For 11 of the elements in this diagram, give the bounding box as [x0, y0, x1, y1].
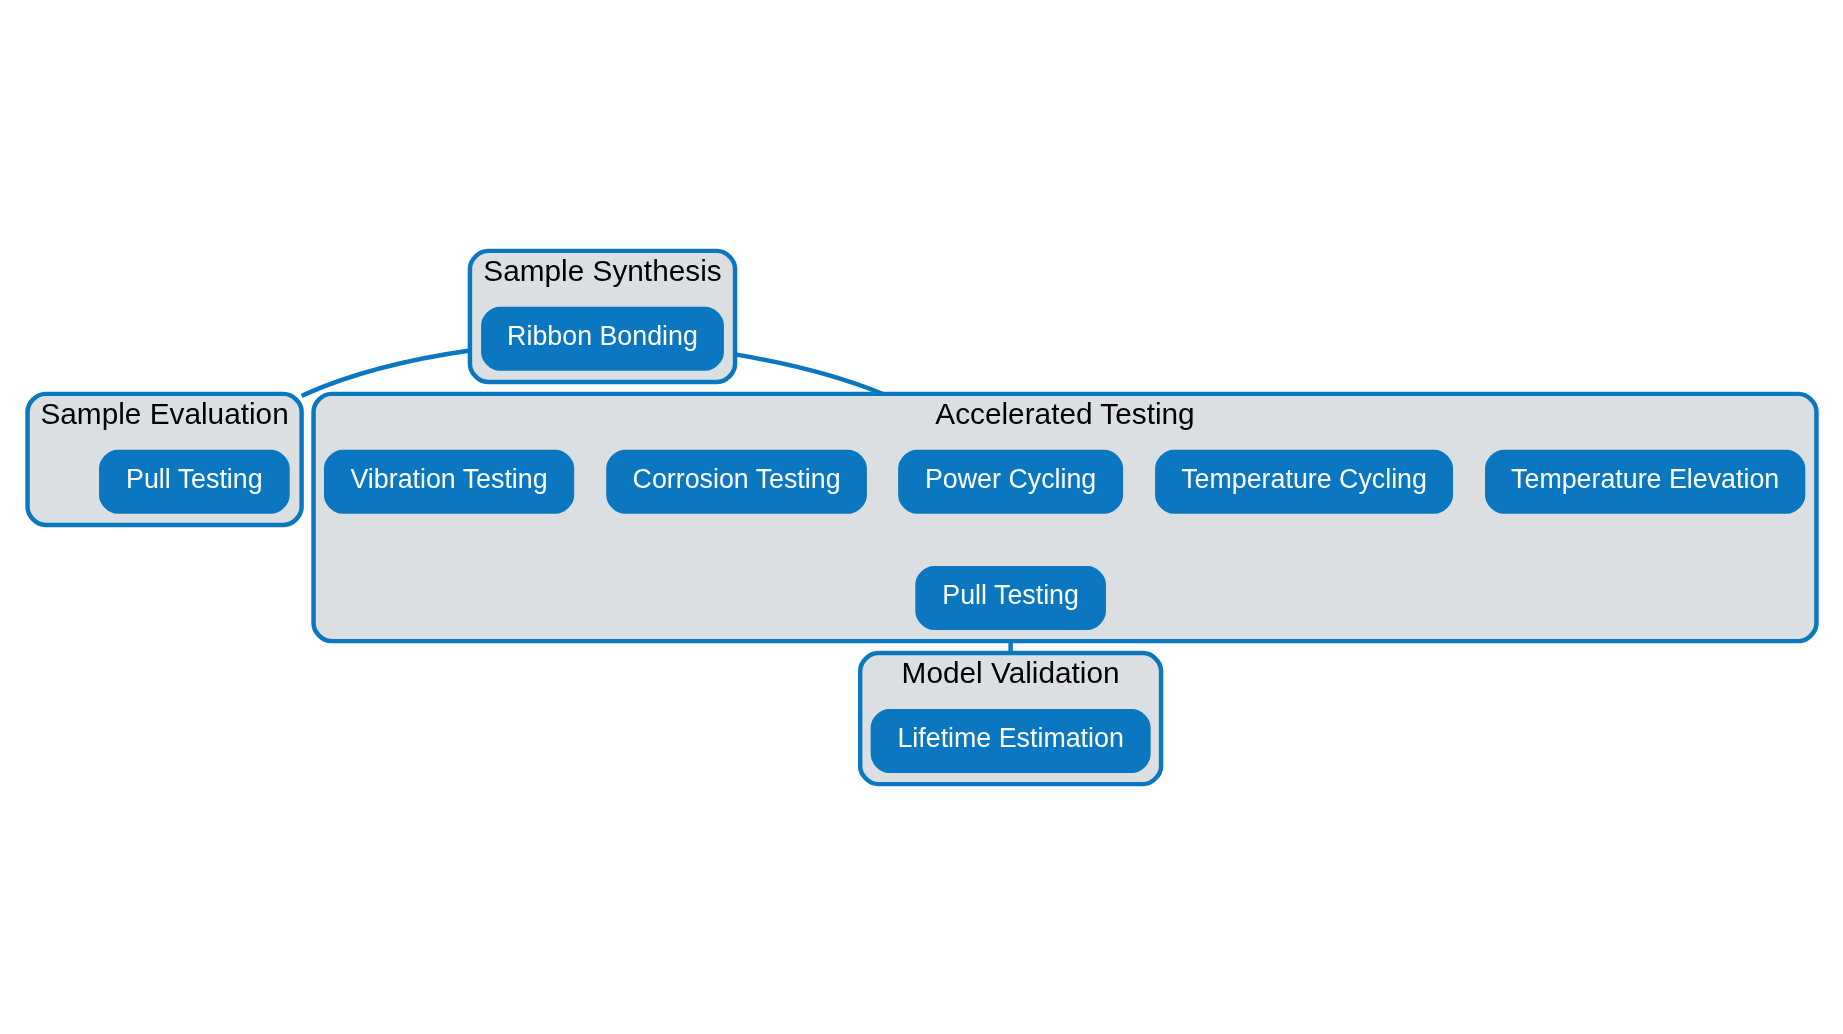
node-box: Vibration Testing: [323, 449, 574, 514]
connector: [300, 347, 470, 398]
node-box: Corrosion Testing: [605, 449, 867, 514]
node-box: Pull Testing: [914, 565, 1106, 630]
node-box: Ribbon Bonding: [480, 306, 724, 371]
connector: [1007, 640, 1013, 653]
node-box: Temperature Cycling: [1154, 449, 1453, 514]
node-box: Lifetime Estimation: [870, 708, 1151, 773]
node-box: Power Cycling: [897, 449, 1123, 514]
node-box: Pull Testing: [98, 449, 290, 514]
node-box: Temperature Elevation: [1484, 449, 1805, 514]
